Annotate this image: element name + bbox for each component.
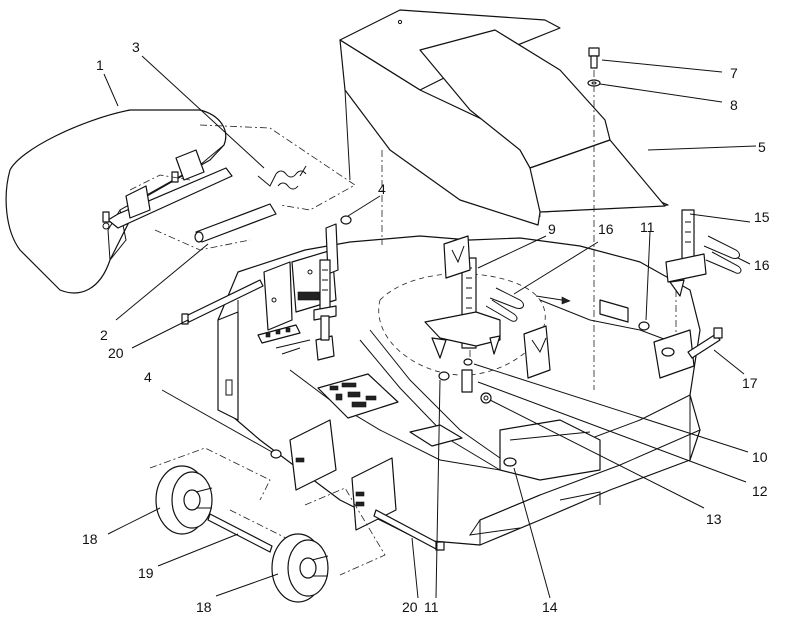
callout-14: 14 <box>542 599 558 615</box>
roller-bracket-frame <box>102 149 233 230</box>
mower-deck <box>217 235 701 546</box>
pin-12 <box>461 369 473 393</box>
nut-4-top <box>340 215 352 225</box>
nut-11-right <box>638 321 650 331</box>
spring-3 <box>257 165 307 190</box>
bolt-20-lower <box>373 509 445 551</box>
wheel-bracket-left <box>289 419 337 491</box>
wheel-bracket-right <box>351 457 397 531</box>
callout-1: 1 <box>96 57 104 73</box>
bolt-14 <box>503 457 517 467</box>
hairpin-clip-16b <box>703 235 742 274</box>
height-post-left <box>313 259 337 361</box>
callout-13: 13 <box>706 511 722 527</box>
deck-decal-arrow <box>535 295 571 305</box>
nut-4-bottom <box>270 449 282 459</box>
callout-20-left: 20 <box>108 345 124 361</box>
callout-16-right: 16 <box>754 257 770 273</box>
bolt-7 <box>588 47 600 69</box>
yoke-bracket-left <box>443 235 471 279</box>
pin-10 <box>463 358 473 366</box>
rear-roller-housing <box>5 109 227 294</box>
spacer-13 <box>480 392 492 404</box>
callout-2: 2 <box>100 327 108 343</box>
callout-18-left: 18 <box>82 531 98 547</box>
deck-decal-height <box>257 324 311 355</box>
callout-7: 7 <box>730 65 738 81</box>
callout-17: 17 <box>742 375 758 391</box>
callout-9: 9 <box>548 221 556 237</box>
washer-8 <box>587 79 601 87</box>
callout-11-bottom: 11 <box>424 599 439 615</box>
axle-19 <box>207 513 273 553</box>
deck-plate-small <box>599 299 629 323</box>
callout-labels: 1 2 3 4 4 5 7 8 9 10 11 11 12 13 14 15 1… <box>82 39 770 615</box>
wheel-18b <box>271 533 329 603</box>
pivot-bracket-right <box>653 329 695 379</box>
callout-4-top: 4 <box>378 181 386 197</box>
callout-11-top: 11 <box>640 219 655 235</box>
callout-3: 3 <box>132 39 140 55</box>
nut-11 <box>438 371 450 381</box>
callout-15: 15 <box>754 209 770 225</box>
callout-18-bottom: 18 <box>196 599 212 615</box>
deck-decal-warning <box>317 373 399 419</box>
callout-12: 12 <box>752 483 768 499</box>
callout-8: 8 <box>730 97 738 113</box>
hairpin-clip-16a <box>485 287 524 322</box>
wheel-18a <box>155 465 213 535</box>
leader-lines <box>103 55 757 599</box>
callout-5: 5 <box>758 139 766 155</box>
bolt-17 <box>687 327 723 359</box>
roller-shaft-2 <box>194 203 277 243</box>
callout-10: 10 <box>752 449 768 465</box>
yoke-bracket-center <box>523 325 551 379</box>
front-pan <box>529 139 666 213</box>
callout-19: 19 <box>138 565 154 581</box>
callout-20-bottom: 20 <box>402 599 418 615</box>
callout-4-bottom: 4 <box>144 369 152 385</box>
callout-16-left: 16 <box>598 221 614 237</box>
height-post-15 <box>665 209 707 297</box>
